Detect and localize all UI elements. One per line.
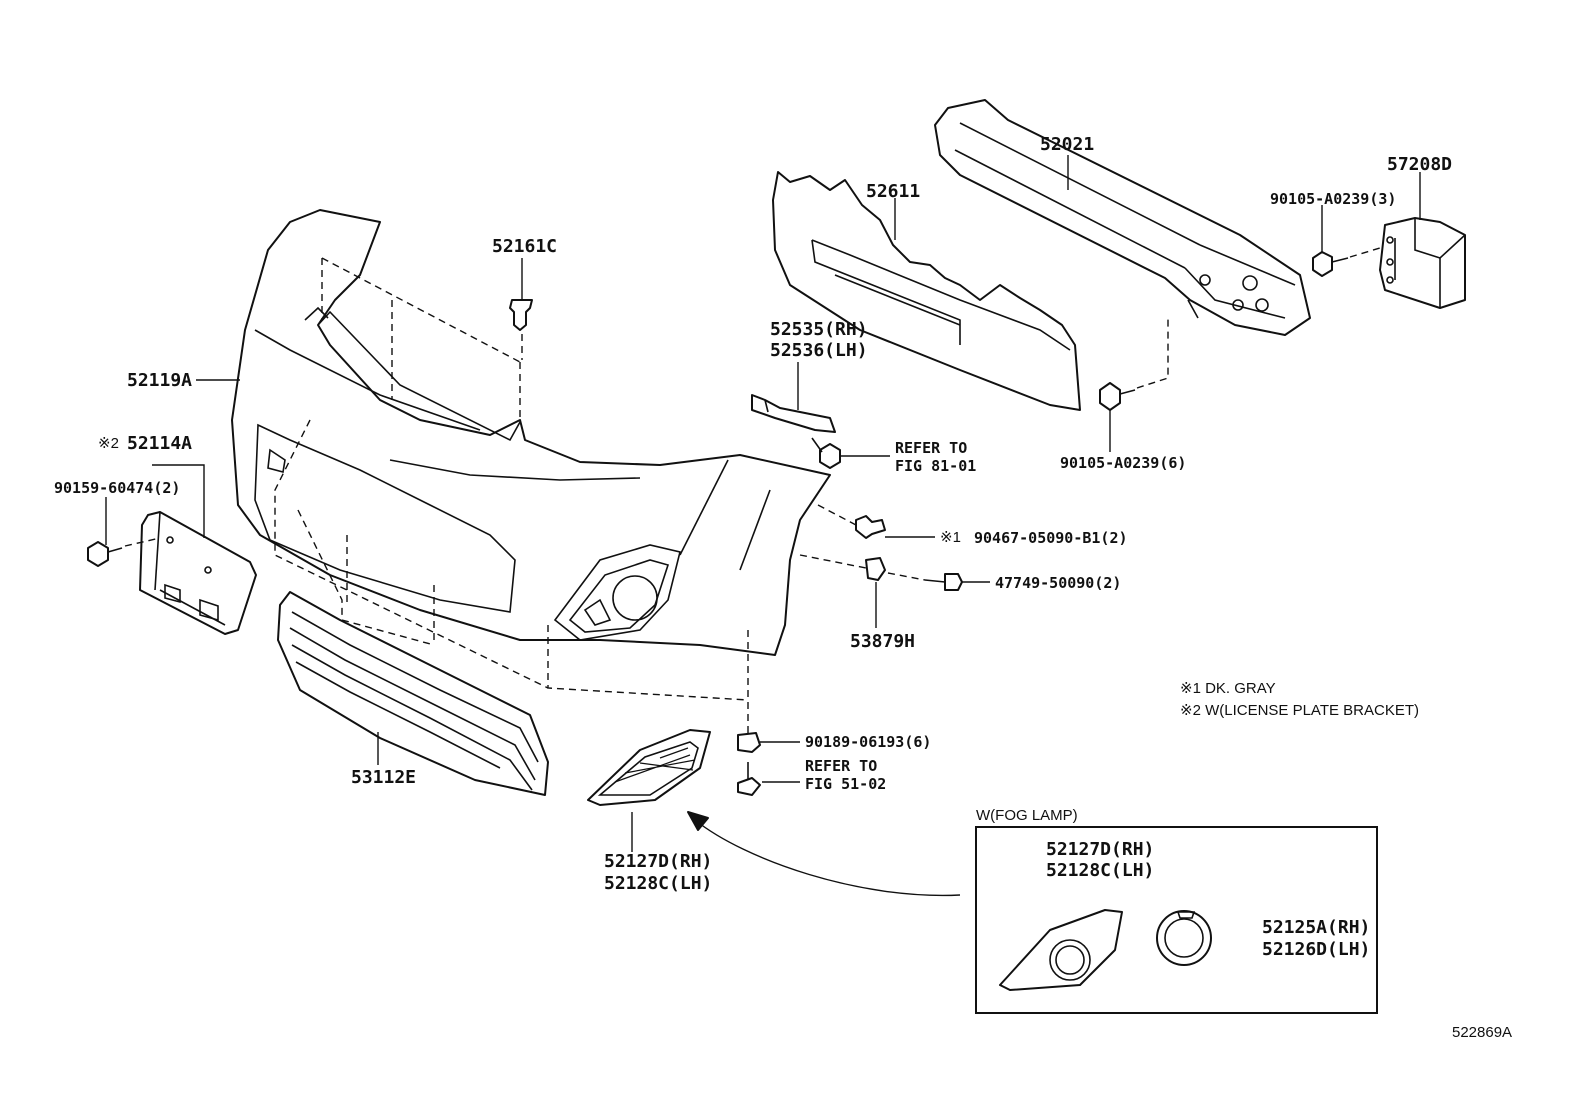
screw-refer-81-01 xyxy=(811,437,841,469)
fog-lamp-inset xyxy=(975,826,1378,1014)
callout-52021: 52021 xyxy=(1040,134,1094,155)
refer-51-02-line1: REFER TO xyxy=(805,757,877,775)
callout-52119a: 52119A xyxy=(127,370,192,391)
callout-52161c: 52161C xyxy=(492,236,557,257)
bolt-90105-3 xyxy=(1312,251,1349,277)
screw-47749 xyxy=(924,573,963,591)
energy-absorber-52611 xyxy=(772,171,1081,411)
callout-52128c: 52128C(LH) xyxy=(604,873,712,894)
bolt-90105-6 xyxy=(1099,382,1136,411)
callout-90467-mark: ※1 xyxy=(940,529,961,546)
inset-title-fog-lamp: W(FOG LAMP) xyxy=(976,807,1078,824)
fog-cover-52127d xyxy=(587,729,711,806)
clip-90467 xyxy=(855,515,886,539)
clip-90189 xyxy=(737,732,761,753)
callout-47749: 47749-50090(2) xyxy=(995,574,1121,592)
bumper-reinforcement-52021 xyxy=(934,99,1311,336)
assembly-lines xyxy=(274,257,749,735)
bumper-cover-52119a xyxy=(231,209,831,656)
bracket-57208d xyxy=(1379,217,1466,309)
nut-53879h xyxy=(865,557,886,581)
callout-52125a: 52125A(RH) xyxy=(1262,917,1370,938)
fog-bezel-52125a xyxy=(1156,910,1212,966)
callout-52611: 52611 xyxy=(866,181,920,202)
callout-52114a-mark: ※2 xyxy=(98,435,119,452)
clip-52161c xyxy=(509,299,533,331)
callout-52536: 52536(LH) xyxy=(770,340,868,361)
lower-grille-53112e xyxy=(277,591,549,796)
screw-90159 xyxy=(87,541,123,567)
callout-90159: 90159-60474(2) xyxy=(54,479,180,497)
callout-52114a: 52114A xyxy=(127,433,192,454)
callout-53879h: 53879H xyxy=(850,631,915,652)
note-dk-gray: ※1 DK. GRAY xyxy=(1180,680,1276,697)
drawing-id: 522869A xyxy=(1452,1024,1512,1041)
note-license-plate-bracket: ※2 W(LICENSE PLATE BRACKET) xyxy=(1180,702,1419,719)
callout-52126d: 52126D(LH) xyxy=(1262,939,1370,960)
callout-52127d: 52127D(RH) xyxy=(604,851,712,872)
side-bracket-52535 xyxy=(751,394,836,433)
license-plate-bracket-52114a xyxy=(139,511,257,635)
refer-81-01-line1: REFER TO xyxy=(895,439,967,457)
refer-51-02-line2: FIG 51-02 xyxy=(805,775,886,793)
screw-refer-51-02 xyxy=(737,762,761,796)
refer-81-01-line2: FIG 81-01 xyxy=(895,457,976,475)
fog-lamp-arrow xyxy=(687,811,961,897)
callout-52535: 52535(RH) xyxy=(770,319,868,340)
callout-57208d: 57208D xyxy=(1387,154,1452,175)
callout-90467: 90467-05090-B1(2) xyxy=(974,529,1128,547)
callout-90189: 90189-06193(6) xyxy=(805,733,931,751)
inset-callout-52127d: 52127D(RH) xyxy=(1046,839,1154,860)
callout-90105-6: 90105-A0239(6) xyxy=(1060,454,1186,472)
callout-90105-3: 90105-A0239(3) xyxy=(1270,190,1396,208)
callout-53112e: 53112E xyxy=(351,767,416,788)
inset-callout-52128c: 52128C(LH) xyxy=(1046,860,1154,881)
